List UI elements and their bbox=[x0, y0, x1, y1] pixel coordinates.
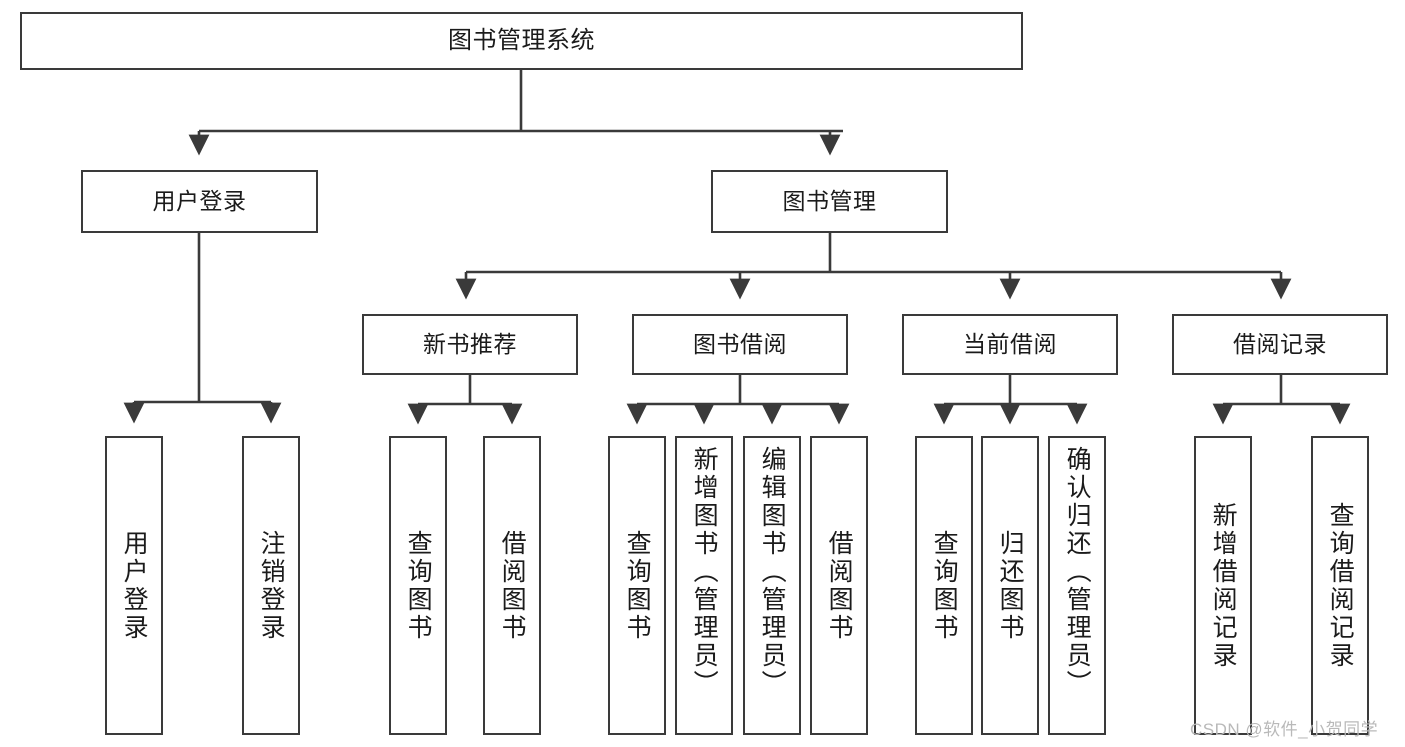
leaf-logout[interactable]: 注销登录 bbox=[242, 436, 300, 735]
node-book-management-label: 图书管理 bbox=[782, 187, 877, 214]
leaf-query-book-2[interactable]: 查询图书 bbox=[608, 436, 666, 735]
node-root-label: 图书管理系统 bbox=[448, 26, 595, 54]
leaf-edit-book[interactable]: 编辑图书（管理员） bbox=[743, 436, 801, 735]
leaf-user-login[interactable]: 用户登录 bbox=[105, 436, 163, 735]
leaf-add-record-label: 新增借阅记录 bbox=[1209, 501, 1238, 670]
node-borrow-record[interactable]: 借阅记录 bbox=[1172, 314, 1388, 375]
leaf-user-login-label: 用户登录 bbox=[120, 529, 149, 642]
leaf-query-book-3-label: 查询图书 bbox=[930, 529, 959, 642]
leaf-borrow-book-2[interactable]: 借阅图书 bbox=[810, 436, 868, 735]
leaf-return-book[interactable]: 归还图书 bbox=[981, 436, 1039, 735]
leaf-query-record[interactable]: 查询借阅记录 bbox=[1311, 436, 1369, 735]
csdn-watermark: CSDN @软件_小贺同学 bbox=[1190, 720, 1379, 739]
leaf-query-book-2-label: 查询图书 bbox=[623, 529, 652, 642]
node-user-login[interactable]: 用户登录 bbox=[81, 170, 318, 233]
leaf-borrow-book-1-label: 借阅图书 bbox=[498, 529, 527, 642]
leaf-logout-label: 注销登录 bbox=[257, 529, 286, 642]
leaf-return-book-label: 归还图书 bbox=[996, 529, 1025, 642]
node-current-borrow[interactable]: 当前借阅 bbox=[902, 314, 1118, 375]
node-new-book-recommend-label: 新书推荐 bbox=[423, 330, 517, 357]
node-current-borrow-label: 当前借阅 bbox=[963, 330, 1057, 357]
leaf-query-book-1-label: 查询图书 bbox=[404, 529, 433, 642]
leaf-query-record-label: 查询借阅记录 bbox=[1326, 501, 1355, 670]
leaf-query-book-3[interactable]: 查询图书 bbox=[915, 436, 973, 735]
leaf-query-book-1[interactable]: 查询图书 bbox=[389, 436, 447, 735]
leaf-edit-book-label: 编辑图书（管理员） bbox=[758, 446, 787, 698]
node-user-login-label: 用户登录 bbox=[152, 187, 247, 214]
leaf-add-book[interactable]: 新增图书（管理员） bbox=[675, 436, 733, 735]
node-book-management[interactable]: 图书管理 bbox=[711, 170, 948, 233]
leaf-confirm-return[interactable]: 确认归还（管理员） bbox=[1048, 436, 1106, 735]
leaf-borrow-book-1[interactable]: 借阅图书 bbox=[483, 436, 541, 735]
leaf-add-book-label: 新增图书（管理员） bbox=[690, 446, 719, 698]
leaf-borrow-book-2-label: 借阅图书 bbox=[825, 529, 854, 642]
node-root[interactable]: 图书管理系统 bbox=[20, 12, 1023, 70]
leaf-add-record[interactable]: 新增借阅记录 bbox=[1194, 436, 1252, 735]
node-book-borrow-label: 图书借阅 bbox=[693, 330, 787, 357]
leaf-confirm-return-label: 确认归还（管理员） bbox=[1063, 446, 1092, 698]
node-borrow-record-label: 借阅记录 bbox=[1233, 330, 1327, 357]
node-new-book-recommend[interactable]: 新书推荐 bbox=[362, 314, 578, 375]
node-book-borrow[interactable]: 图书借阅 bbox=[632, 314, 848, 375]
